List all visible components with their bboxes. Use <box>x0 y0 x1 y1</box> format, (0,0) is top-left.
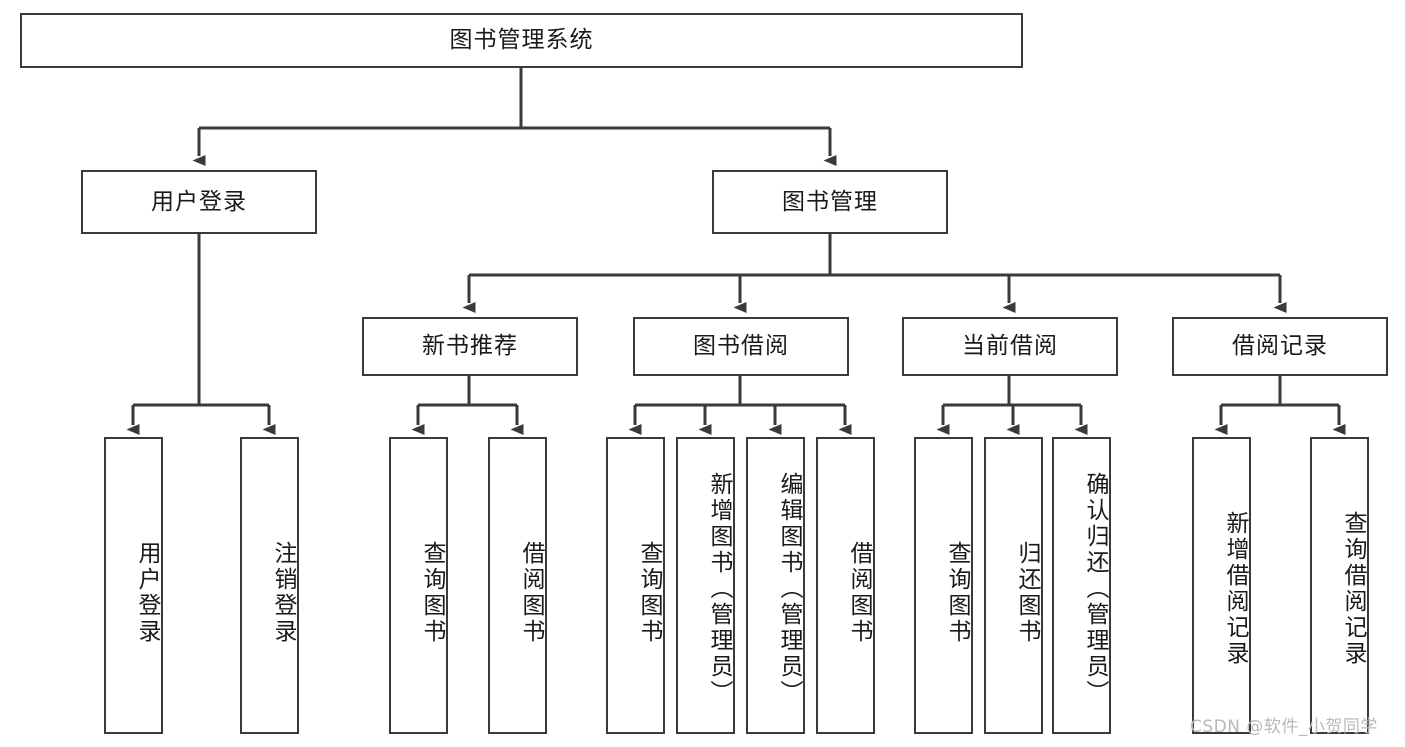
node-current-borrow[interactable]: 当前借阅 <box>902 317 1118 376</box>
node-label: 新增图书（管理员） <box>706 471 732 706</box>
leaf-borrow-edit-book-admin[interactable]: 编辑图书（管理员） <box>746 437 805 734</box>
node-label: 归还图书 <box>1014 540 1040 645</box>
leaf-borrow-add-book-admin[interactable]: 新增图书（管理员） <box>676 437 735 734</box>
node-label: 新书推荐 <box>422 333 518 360</box>
leaf-current-query-book[interactable]: 查询图书 <box>914 437 973 734</box>
node-label: 图书管理 <box>782 188 878 215</box>
leaf-borrow-query-book[interactable]: 查询图书 <box>606 437 665 734</box>
node-label: 查询图书 <box>636 540 662 645</box>
node-label: 借阅记录 <box>1232 333 1328 360</box>
node-label: 查询图书 <box>944 540 970 645</box>
node-label: 查询借阅记录 <box>1340 510 1366 667</box>
node-label: 确认归还（管理员） <box>1082 471 1108 706</box>
leaf-recommend-query-book[interactable]: 查询图书 <box>389 437 448 734</box>
node-label: 用户登录 <box>134 540 160 645</box>
node-label: 新增借阅记录 <box>1222 510 1248 667</box>
node-label: 借阅图书 <box>846 540 872 645</box>
node-book-borrow[interactable]: 图书借阅 <box>633 317 849 376</box>
leaf-current-return-book[interactable]: 归还图书 <box>984 437 1043 734</box>
node-label: 注销登录 <box>270 540 296 645</box>
node-label: 借阅图书 <box>518 540 544 645</box>
leaf-user-login-logout[interactable]: 注销登录 <box>240 437 299 734</box>
leaf-current-confirm-return-admin[interactable]: 确认归还（管理员） <box>1052 437 1111 734</box>
node-book-management[interactable]: 图书管理 <box>712 170 948 234</box>
node-label: 当前借阅 <box>962 333 1058 360</box>
node-label: 编辑图书（管理员） <box>776 471 802 706</box>
leaf-borrow-borrow-book[interactable]: 借阅图书 <box>816 437 875 734</box>
node-borrow-record[interactable]: 借阅记录 <box>1172 317 1388 376</box>
node-label: 查询图书 <box>419 540 445 645</box>
leaf-record-query-record[interactable]: 查询借阅记录 <box>1310 437 1369 734</box>
watermark-credit: CSDN @软件_小贺同学 <box>1190 717 1378 737</box>
node-user-login[interactable]: 用户登录 <box>81 170 317 234</box>
node-new-book-recommend[interactable]: 新书推荐 <box>362 317 578 376</box>
node-root-system[interactable]: 图书管理系统 <box>20 13 1023 68</box>
leaf-record-add-record[interactable]: 新增借阅记录 <box>1192 437 1251 734</box>
leaf-user-login-login[interactable]: 用户登录 <box>104 437 163 734</box>
leaf-recommend-borrow-book[interactable]: 借阅图书 <box>488 437 547 734</box>
node-label: 用户登录 <box>151 188 247 215</box>
node-label: 图书管理系统 <box>449 27 594 54</box>
node-label: 图书借阅 <box>693 333 789 360</box>
